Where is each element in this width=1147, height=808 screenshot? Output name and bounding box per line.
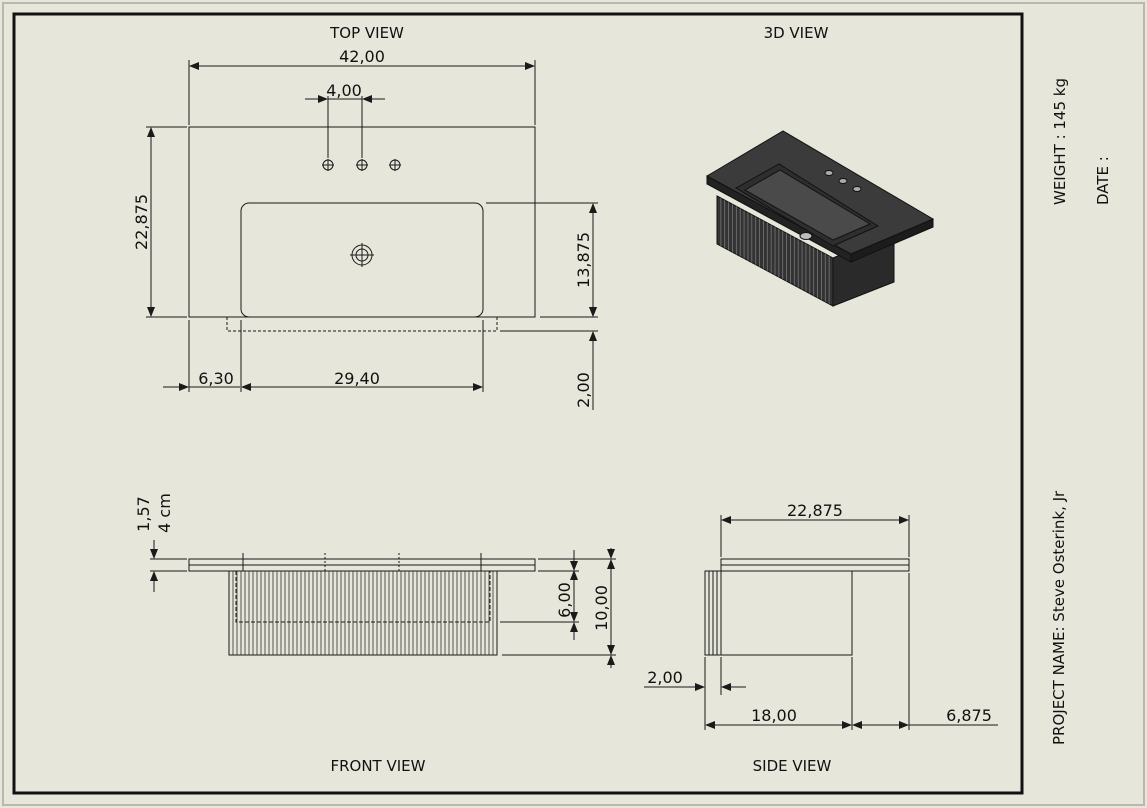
- side-view: [644, 515, 998, 730]
- dim-side-overhang: 6,875: [946, 706, 992, 725]
- drawing-frame: [12, 12, 1024, 795]
- 3d-view-title: 3D VIEW: [764, 24, 829, 42]
- dim-top-width: 42,00: [339, 47, 385, 66]
- side-view-title: SIDE VIEW: [753, 757, 832, 775]
- dim-left-offset: 6,30: [198, 369, 234, 388]
- project-name-label: PROJECT NAME: Steve Osterink, Jr: [1050, 490, 1068, 745]
- faucet-hole-icon: [322, 159, 334, 171]
- dim-front-top-thickness: 1,57: [134, 496, 153, 532]
- dim-top-depth: 22,875: [132, 194, 151, 250]
- dim-side-body: 18,00: [751, 706, 797, 725]
- dim-front-height: 10,00: [592, 585, 611, 631]
- weight-label: WEIGHT : 145 kg: [1051, 78, 1069, 205]
- top-view-title: TOP VIEW: [329, 24, 404, 42]
- dim-side-width: 22,875: [787, 501, 843, 520]
- dim-front-top-thickness-cm: 4 cm: [155, 493, 174, 533]
- basin-outline: [240, 202, 484, 318]
- dim-front-upper: 6,00: [555, 582, 574, 618]
- top-view: [146, 60, 598, 410]
- faucet-hole-icon: [356, 159, 368, 171]
- dim-basin-width: 29,40: [334, 369, 380, 388]
- drain-icon: [350, 243, 374, 267]
- apron-hidden-line: [226, 317, 498, 332]
- front-view: [150, 540, 616, 668]
- dim-apron-drop: 2,00: [574, 372, 593, 408]
- 3d-sink-model: [705, 130, 935, 307]
- side-body: [720, 570, 853, 656]
- front-view-title: FRONT VIEW: [330, 757, 425, 775]
- faucet-hole-icon: [389, 159, 401, 171]
- dim-side-panel: 2,00: [647, 668, 683, 687]
- date-label: DATE :: [1094, 156, 1112, 205]
- dim-hole-spacing: 4,00: [326, 81, 362, 100]
- front-apron: [228, 570, 498, 656]
- dim-basin-depth: 13,875: [574, 232, 593, 288]
